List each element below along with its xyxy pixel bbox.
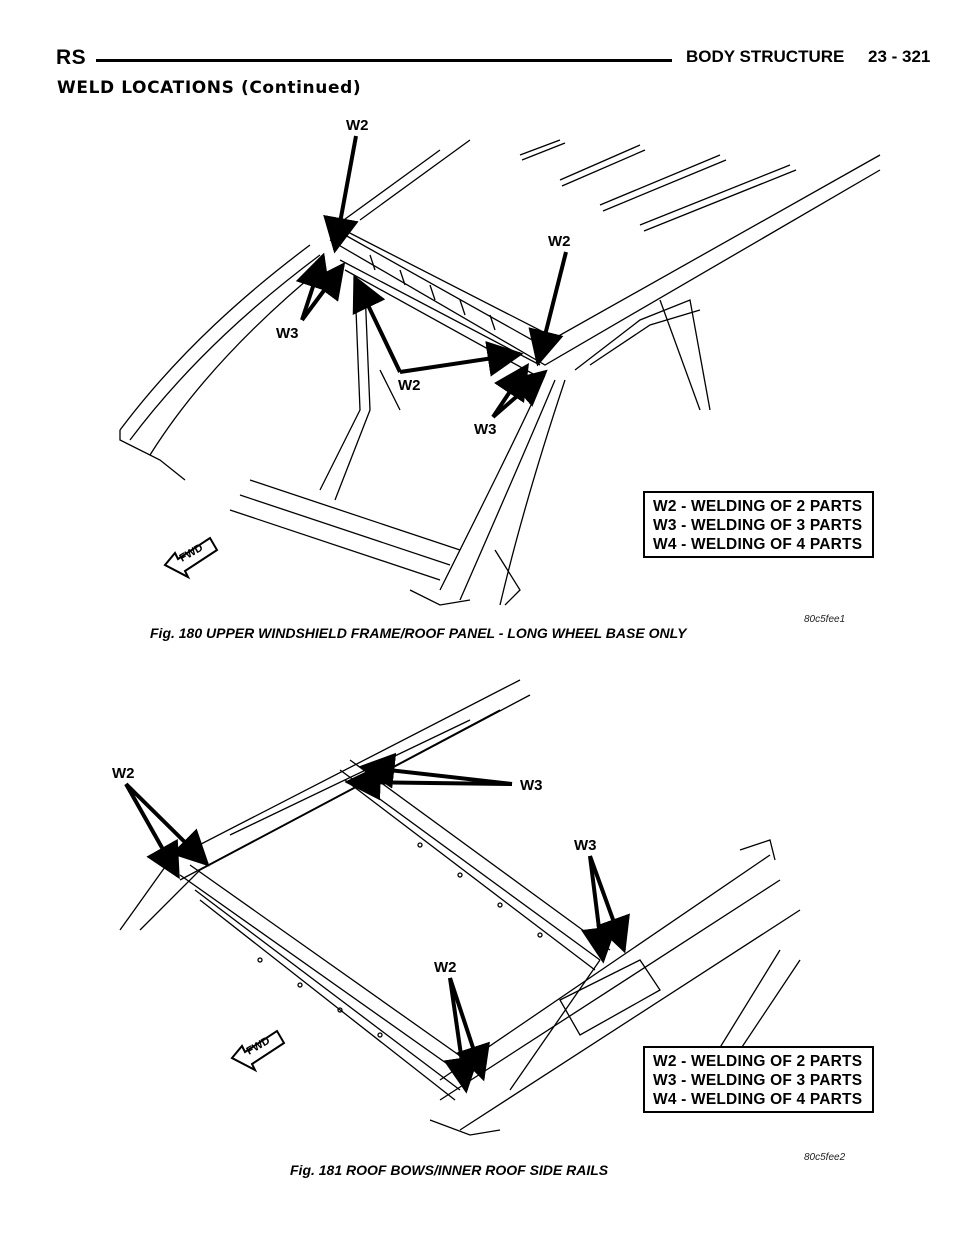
weld-label-w3: W3 bbox=[474, 421, 497, 438]
weld-label-w3: W3 bbox=[520, 777, 543, 794]
figure-180-drawing: W2 W2 W3 W2 W3 FWD bbox=[119, 117, 881, 606]
roof-bow-lines bbox=[119, 679, 801, 1136]
figure-caption: Fig. 180 UPPER WINDSHIELD FRAME/ROOF PAN… bbox=[150, 625, 687, 641]
figure-code: 80c5fee1 bbox=[804, 614, 846, 625]
legend-item: W3 - WELDING OF 3 PARTS bbox=[653, 517, 863, 534]
weld-label-w2: W2 bbox=[398, 377, 421, 394]
header-rule bbox=[96, 59, 672, 62]
figure-code: 80c5fee2 bbox=[804, 1152, 846, 1163]
header-section-code: RS bbox=[56, 46, 87, 69]
section-title: WELD LOCATIONS (Continued) bbox=[57, 78, 362, 98]
weld-label-w2: W2 bbox=[112, 765, 135, 782]
header-page-number: 23 - 321 bbox=[868, 47, 931, 66]
weld-legend-box: W2 - WELDING OF 2 PARTS W3 - WELDING OF … bbox=[643, 1046, 874, 1113]
figure-181-drawing: W2 W3 W3 W2 FWD bbox=[112, 679, 801, 1136]
fwd-arrow-icon: FWD bbox=[230, 1029, 286, 1073]
figure-180-illustration: W2 W2 W3 W2 W3 FWD bbox=[0, 110, 960, 630]
weld-label-w2: W2 bbox=[548, 233, 571, 250]
weld-label-w2: W2 bbox=[434, 959, 457, 976]
header-title: BODY STRUCTURE bbox=[686, 47, 845, 66]
weld-label-w3: W3 bbox=[574, 837, 597, 854]
weld-label-w2: W2 bbox=[346, 117, 369, 134]
legend-item: W2 - WELDING OF 2 PARTS bbox=[653, 1053, 863, 1070]
legend-item: W3 - WELDING OF 3 PARTS bbox=[653, 1072, 863, 1089]
weld-leader-arrows bbox=[295, 135, 568, 419]
weld-label-w3: W3 bbox=[276, 325, 299, 342]
figure-caption: Fig. 181 ROOF BOWS/INNER ROOF SIDE RAILS bbox=[290, 1162, 609, 1178]
page-header: RS BODY STRUCTURE 23 - 321 bbox=[56, 46, 930, 72]
weld-legend-box: W2 - WELDING OF 2 PARTS W3 - WELDING OF … bbox=[643, 491, 874, 558]
legend-item: W4 - WELDING OF 4 PARTS bbox=[653, 536, 863, 553]
weld-leader-arrows bbox=[124, 752, 630, 1094]
figure-181-illustration: W2 W3 W3 W2 FWD bbox=[0, 660, 960, 1160]
fwd-arrow-icon: FWD bbox=[163, 536, 219, 580]
legend-item: W4 - WELDING OF 4 PARTS bbox=[653, 1091, 863, 1108]
legend-item: W2 - WELDING OF 2 PARTS bbox=[653, 498, 863, 515]
